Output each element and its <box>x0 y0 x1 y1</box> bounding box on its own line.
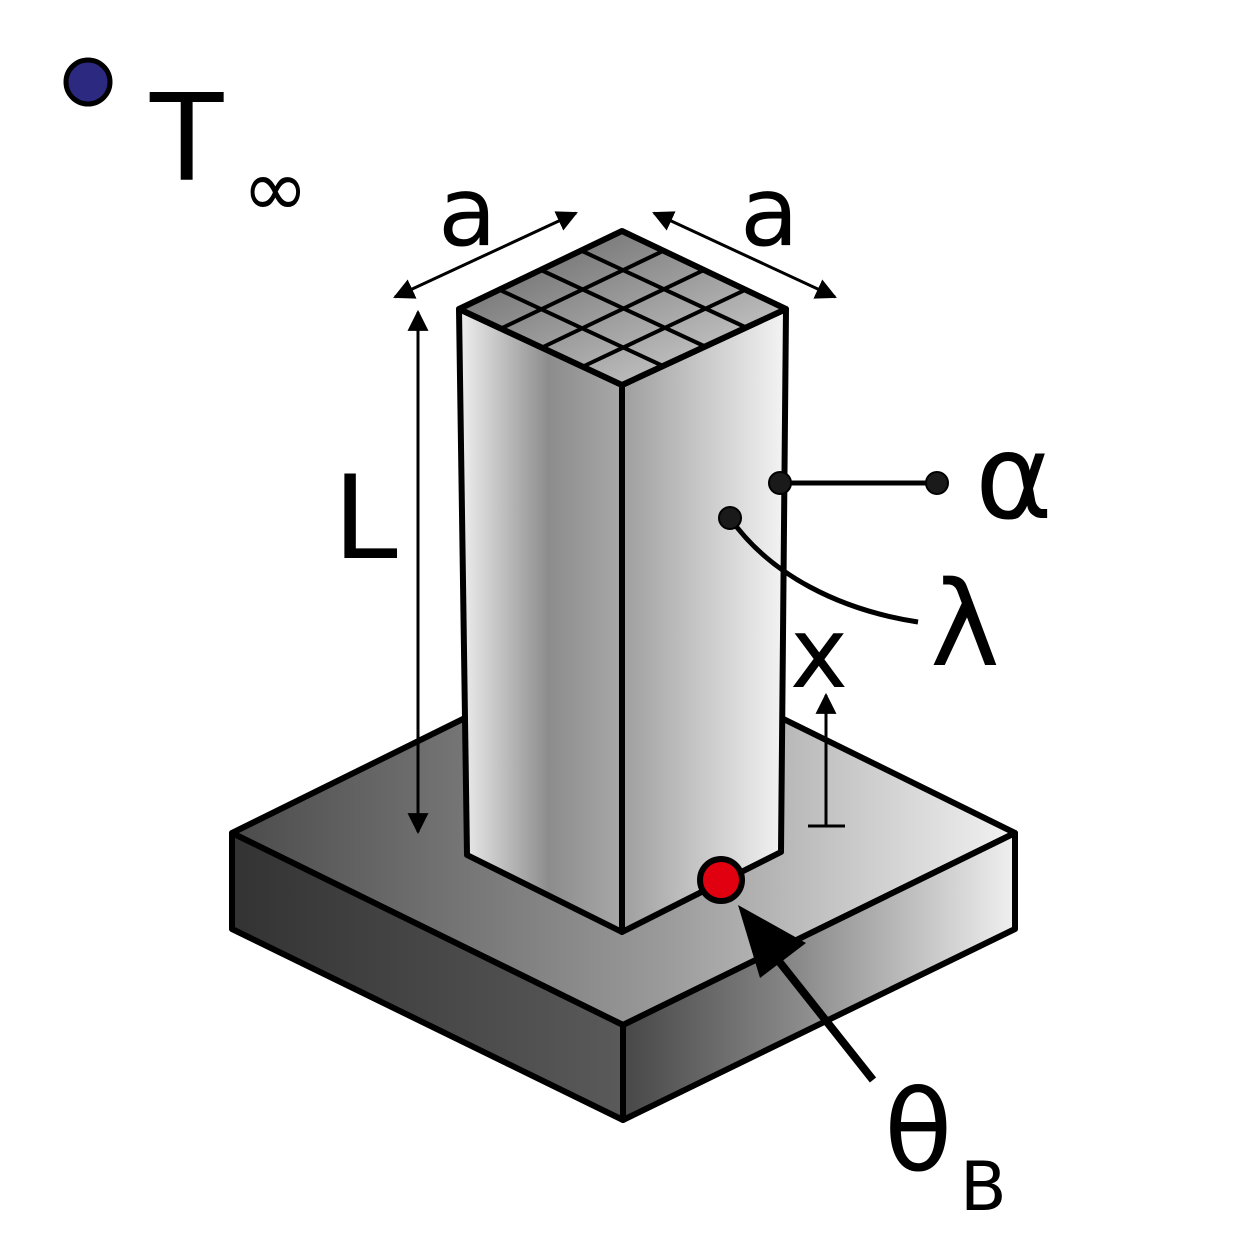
width-dimension-right <box>652 211 837 299</box>
base-temperature-pointer-line <box>766 947 877 1083</box>
fin <box>456 228 789 935</box>
thermal-conductivity-label: λ <box>930 555 1000 693</box>
lambda-leader-dot <box>718 506 742 530</box>
coordinate-label: x <box>790 597 848 711</box>
lambda-leader-line <box>727 516 919 625</box>
ambient-temperature-label: T <box>149 70 224 209</box>
heat-transfer-coefficient-label: α <box>975 408 1053 546</box>
base-temperature-pointer-head <box>738 905 806 978</box>
ambient-temperature-subscript: ∞ <box>242 142 309 235</box>
base-temperature-point <box>697 856 745 904</box>
width-dimension-left <box>393 211 578 299</box>
width-label-left: a <box>438 156 497 268</box>
fin-left-face <box>456 306 625 935</box>
fin-right-face <box>619 306 789 935</box>
alpha-leader-dot-start <box>768 471 792 495</box>
length-label: L <box>333 451 398 586</box>
alpha-leader-dot-end <box>925 471 949 495</box>
base-temperature-subscript: B <box>960 1148 1007 1227</box>
base-temperature-label: θ <box>884 1067 953 1197</box>
width-label-right: a <box>740 156 799 268</box>
ambient-temperature-dot <box>63 57 113 107</box>
base-plate-side <box>620 830 1018 1123</box>
